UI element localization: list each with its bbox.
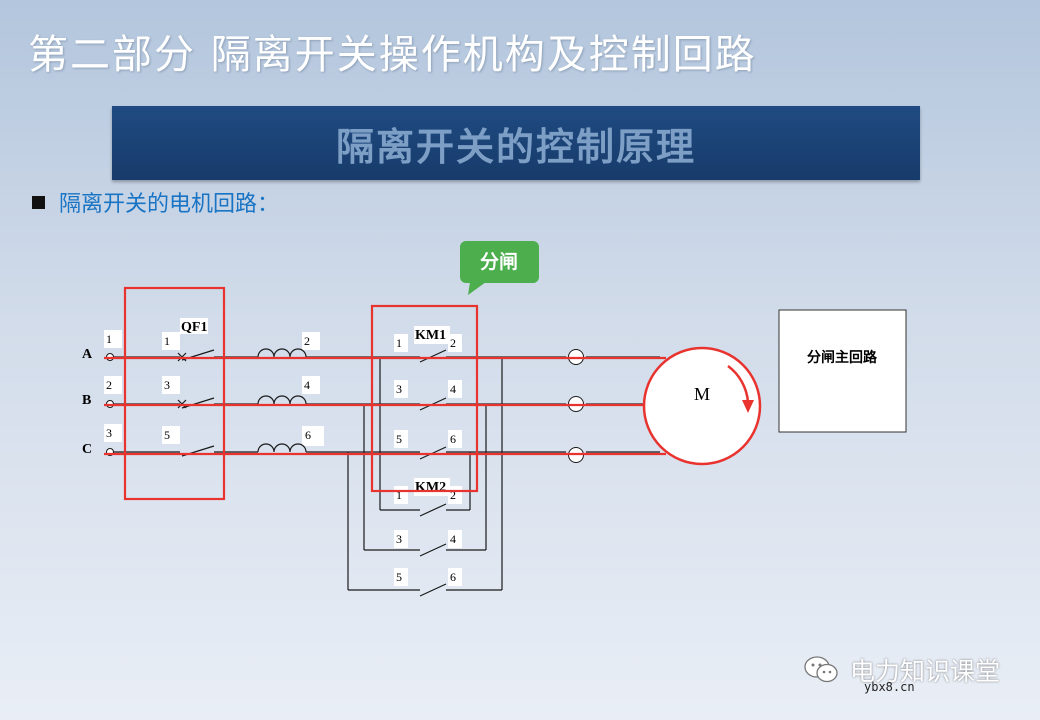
bullet-text: 隔离开关的电机回路： (59, 192, 280, 217)
reactor-b-number: 4 (304, 378, 310, 392)
km2-label: KM2 (415, 480, 446, 495)
bullet-square-icon (32, 195, 45, 209)
callout-bubble: 分闸 (460, 241, 539, 295)
terminal-a-number: 1 (106, 332, 112, 346)
km2-contact-5: 5 (396, 570, 402, 584)
km1-contact-5: 5 (396, 432, 402, 446)
km1-contact-1: 1 (396, 336, 402, 350)
qf1-label: QF1 (181, 320, 207, 335)
phase-c-label: C (82, 442, 92, 457)
section-banner: 隔离开关的控制原理 (112, 106, 920, 180)
terminal-b-number: 2 (106, 378, 112, 392)
km2-contact-4: 4 (450, 532, 456, 546)
km1-contact-2: 2 (450, 336, 456, 350)
watermark-text: 电力知识课堂 (850, 657, 1001, 686)
km2-contact-1: 1 (396, 488, 402, 502)
km2-contact-6: 6 (450, 570, 456, 584)
bullet-item: 隔离开关的电机回路： (32, 186, 279, 218)
watermark: 电力知识课堂 (804, 652, 1000, 688)
qf1-highlight-box (123, 286, 226, 501)
motor-label: M (694, 384, 710, 404)
km1-label: KM1 (415, 328, 446, 343)
qf1-contact-5: 5 (164, 428, 170, 442)
qf1-contact-3: 3 (164, 378, 170, 392)
page-title: 第二部分 隔离开关操作机构及控制回路 (28, 32, 757, 78)
wechat-icon (804, 656, 838, 683)
km1-contact-4: 4 (450, 382, 456, 396)
reactor-c-number: 6 (305, 428, 311, 442)
callout-text: 分闸 (480, 251, 518, 273)
terminal-c-number: 3 (106, 426, 112, 440)
km1-highlight-box (370, 304, 479, 493)
km2-contact-3: 3 (396, 532, 402, 546)
phase-a-label: A (82, 347, 93, 362)
rotation-arrow-icon (727, 364, 750, 403)
watermark-url: ybx8.cn (864, 680, 915, 694)
reactor-a-number: 2 (304, 334, 310, 348)
qf1-contact-1: 1 (164, 334, 170, 348)
km2-contact-2: 2 (450, 488, 456, 502)
km1-contact-3: 3 (396, 382, 402, 396)
km1-contact-6: 6 (450, 432, 456, 446)
phase-b-label: B (82, 393, 91, 408)
banner-title: 隔离开关的控制原理 (335, 124, 696, 169)
motor: M (642, 346, 762, 466)
main-circuit-label: 分闸主回路 (807, 349, 878, 366)
